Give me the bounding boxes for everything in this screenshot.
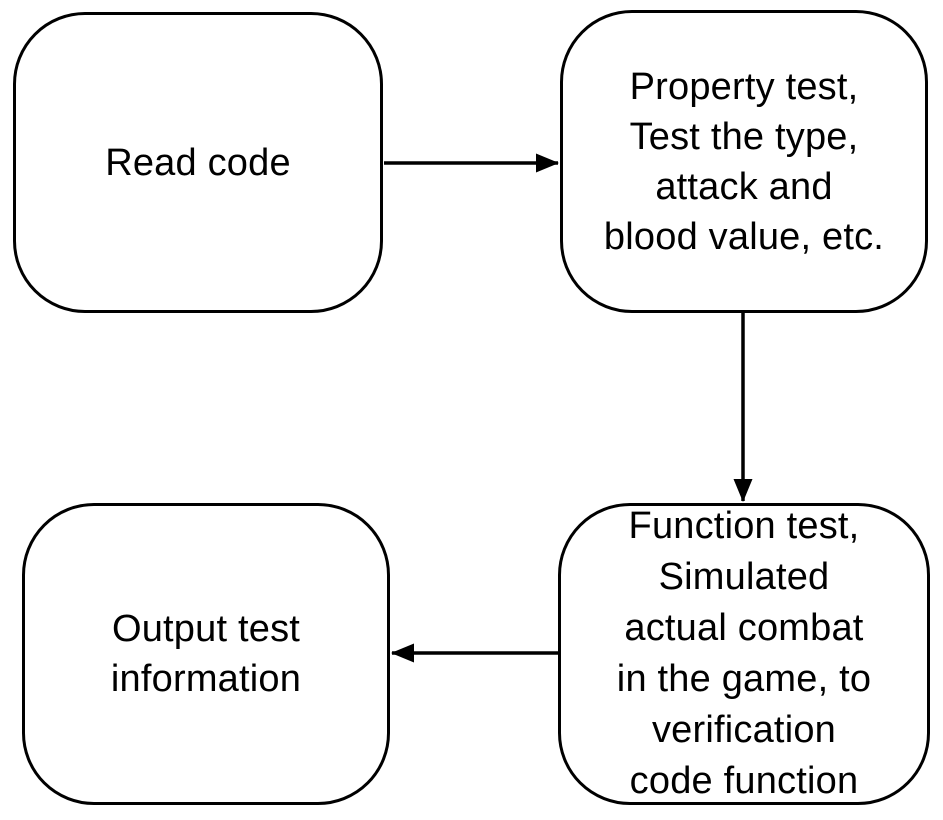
node-property-test: Property test, Test the type, attack and…: [560, 10, 928, 313]
node-read-code-label: Read code: [105, 141, 291, 184]
node-function-test: Function test, Simulated actual combat i…: [558, 503, 930, 805]
node-output-test-label: Output test information: [110, 608, 302, 700]
node-read-code: Read code: [13, 12, 383, 313]
node-function-test-label: Function test, Simulated actual combat i…: [616, 505, 872, 802]
node-output-test: Output test information: [22, 503, 390, 805]
node-property-test-label: Property test, Test the type, attack and…: [603, 65, 885, 258]
